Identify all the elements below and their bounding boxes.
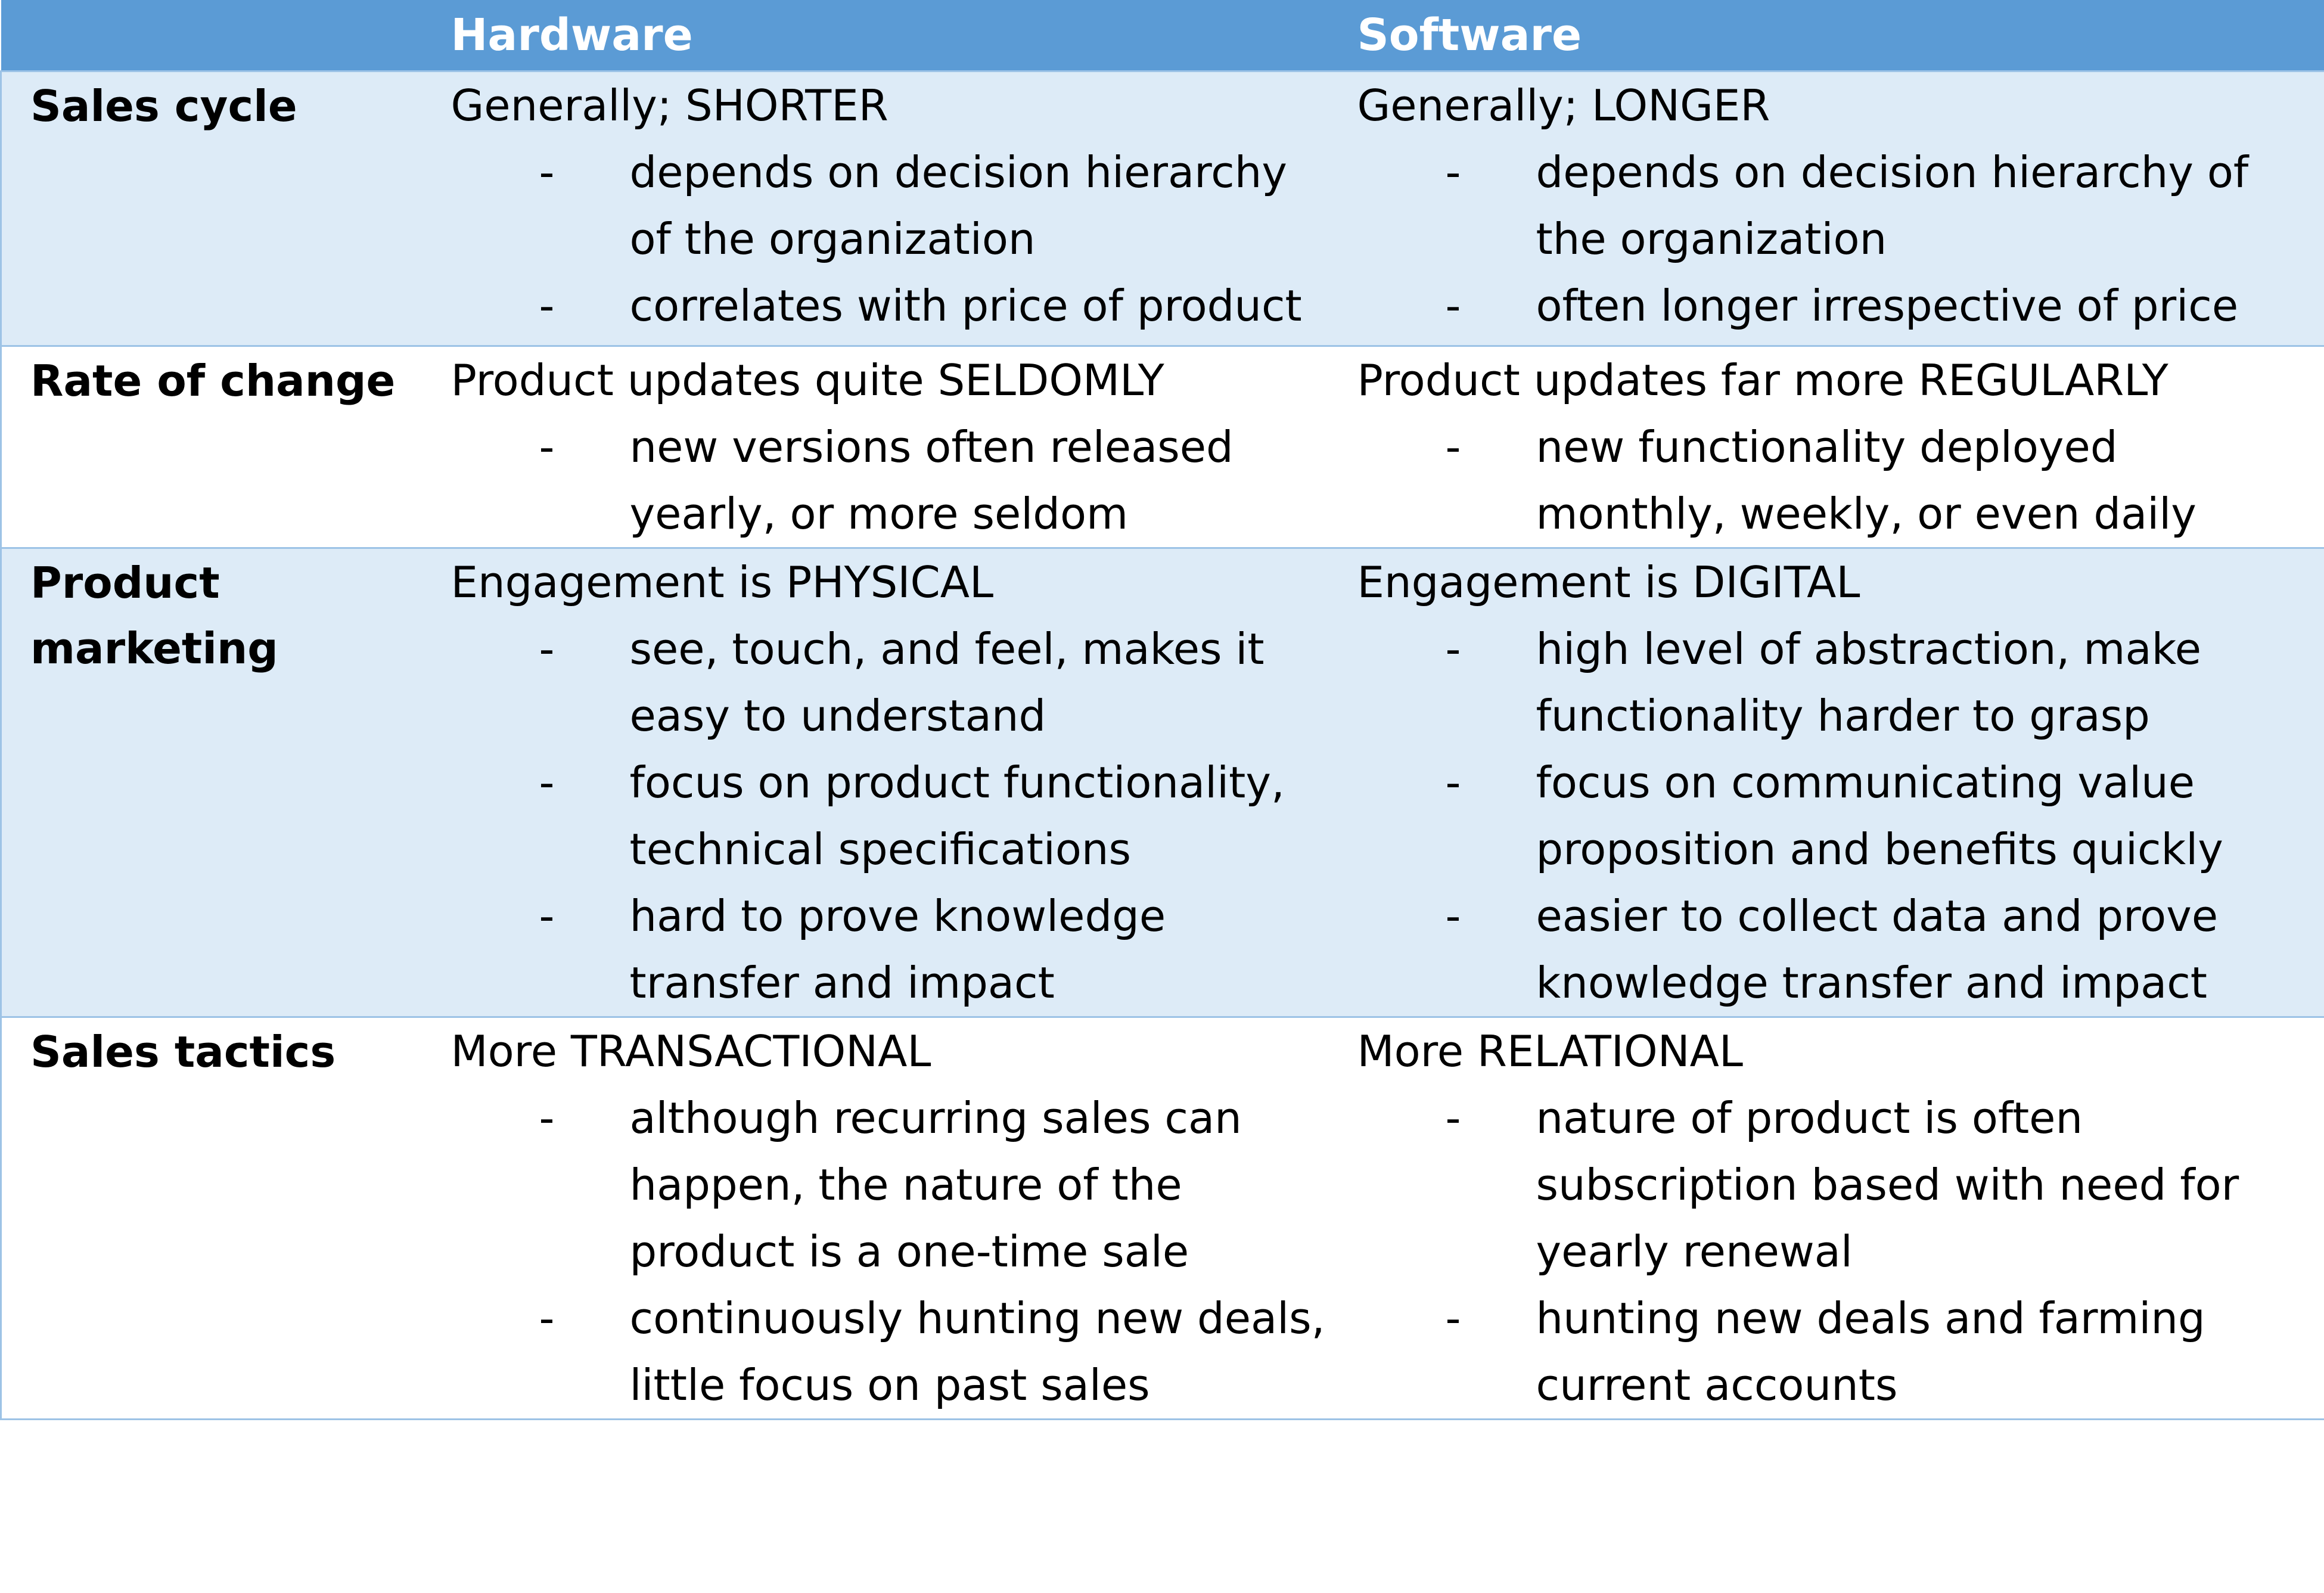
list-item: - high level of abstraction, make functio… [1357,616,2319,749]
list-item: - continuously hunting new deals, little … [451,1285,1336,1418]
list-item: - new functionality deployed monthly, wee… [1357,414,2319,547]
hardware-bullet-list: - see, touch, and feel, makes it easy to … [451,616,1336,1016]
bullet-text: high level of abstraction, make function… [1536,624,2202,741]
software-lead: More RELATIONAL [1357,1026,1743,1076]
software-cell: Product updates far more REGULARLY - new … [1341,345,2324,549]
hardware-lead: Generally; SHORTER [450,80,888,131]
list-item: - correlates with price of product [451,272,1336,339]
bullet-dash: - [1445,757,1461,808]
list-item: - nature of product is often subscription… [1357,1085,2319,1285]
bullet-dash: - [539,1093,555,1143]
table-row: Sales cycle Generally; SHORTER - depends … [0,70,2324,347]
list-item: - often longer irrespective of price [1357,272,2319,339]
software-cell: Engagement is DIGITAL - high level of abs… [1341,547,2324,1018]
bullet-text: although recurring sales can happen, the… [629,1093,1242,1277]
software-lead: Generally; LONGER [1357,80,1770,131]
bullet-text: depends on decision hierarchy of the org… [1536,147,2249,264]
hardware-bullet-list: - depends on decision hierarchy of the or… [451,139,1336,339]
list-item: - focus on communicating value propositio… [1357,749,2319,883]
bullet-text: hunting new deals and farming current ac… [1536,1293,2205,1410]
list-item: - see, touch, and feel, makes it easy to … [451,616,1336,749]
list-item: - depends on decision hierarchy of the or… [1357,139,2319,272]
list-item: - hard to prove knowledge transfer and im… [451,883,1336,1016]
hardware-cell: More TRANSACTIONAL - although recurring s… [424,1016,1342,1420]
software-cell: More RELATIONAL - nature of product is of… [1341,1016,2324,1420]
bullet-text: often longer irrespective of price [1536,281,2239,331]
bullet-dash: - [1445,281,1461,331]
bullet-text: continuously hunting new deals, little f… [629,1293,1325,1410]
bullet-text: hard to prove knowledge transfer and imp… [629,891,1166,1008]
bullet-text: correlates with price of product [629,281,1302,331]
hardware-bullet-list: - new versions often released yearly, or … [451,414,1336,547]
bullet-text: focus on communicating value proposition… [1536,757,2223,874]
table-row: Rate of change Product updates quite SEL… [0,345,2324,549]
bullet-dash: - [539,891,555,941]
bullet-dash: - [1445,1093,1461,1143]
software-bullet-list: - depends on decision hierarchy of the or… [1357,139,2319,339]
bullet-text: easier to collect data and prove knowled… [1536,891,2219,1008]
list-item: - focus on product functionality, technic… [451,749,1336,883]
bullet-dash: - [539,281,555,331]
table-row: Product marketing Engagement is PHYSICAL… [0,547,2324,1018]
list-item: - new versions often released yearly, or … [451,414,1336,547]
bullet-dash: - [1445,147,1461,197]
row-label: Product marketing [0,547,424,1018]
bullet-dash: - [539,422,555,472]
bullet-dash: - [1445,891,1461,941]
list-item: - hunting new deals and farming current a… [1357,1285,2319,1418]
software-lead: Engagement is DIGITAL [1357,557,1860,607]
bullet-text: new versions often released yearly, or m… [629,422,1234,539]
list-item: - easier to collect data and prove knowle… [1357,883,2319,1016]
hardware-cell: Generally; SHORTER - depends on decision … [424,70,1342,347]
hardware-cell: Engagement is PHYSICAL - see, touch, and … [424,547,1342,1018]
software-bullet-list: - new functionality deployed monthly, wee… [1357,414,2319,547]
list-item: - although recurring sales can happen, th… [451,1085,1336,1285]
header-software: Software [1341,0,2324,72]
hardware-lead: Product updates quite SELDOMLY [450,355,1164,405]
hardware-bullet-list: - although recurring sales can happen, th… [451,1085,1336,1418]
software-bullet-list: - high level of abstraction, make functio… [1357,616,2319,1016]
bullet-dash: - [1445,1293,1461,1343]
row-label: Sales cycle [0,70,424,347]
hardware-software-comparison-table: Hardware Software Sales cycle Generally;… [0,0,2324,1420]
bullet-text: see, touch, and feel, makes it easy to u… [629,624,1264,741]
hardware-lead: More TRANSACTIONAL [450,1026,931,1076]
bullet-dash: - [539,1293,555,1343]
software-lead: Product updates far more REGULARLY [1357,355,2168,405]
software-bullet-list: - nature of product is often subscription… [1357,1085,2319,1418]
bullet-dash: - [1445,624,1461,674]
bullet-dash: - [1445,422,1461,472]
hardware-cell: Product updates quite SELDOMLY - new vers… [424,345,1342,549]
bullet-text: nature of product is often subscription … [1536,1093,2239,1277]
bullet-dash: - [539,147,555,197]
row-label: Sales tactics [0,1016,424,1420]
table-header-row: Hardware Software [1,0,2324,72]
software-cell: Generally; LONGER - depends on decision h… [1341,70,2324,347]
header-blank [1,0,424,72]
bullet-dash: - [539,624,555,674]
bullet-dash: - [539,757,555,808]
bullet-text: depends on decision hierarchy of the org… [629,147,1287,264]
bullet-text: new functionality deployed monthly, week… [1536,422,2196,539]
list-item: - depends on decision hierarchy of the or… [451,139,1336,272]
table-row: Sales tactics More TRANSACTIONAL - althou… [0,1016,2324,1420]
hardware-lead: Engagement is PHYSICAL [450,557,994,607]
header-hardware: Hardware [424,0,1342,72]
bullet-text: focus on product functionality, technica… [629,757,1285,874]
row-label: Rate of change [0,345,424,549]
